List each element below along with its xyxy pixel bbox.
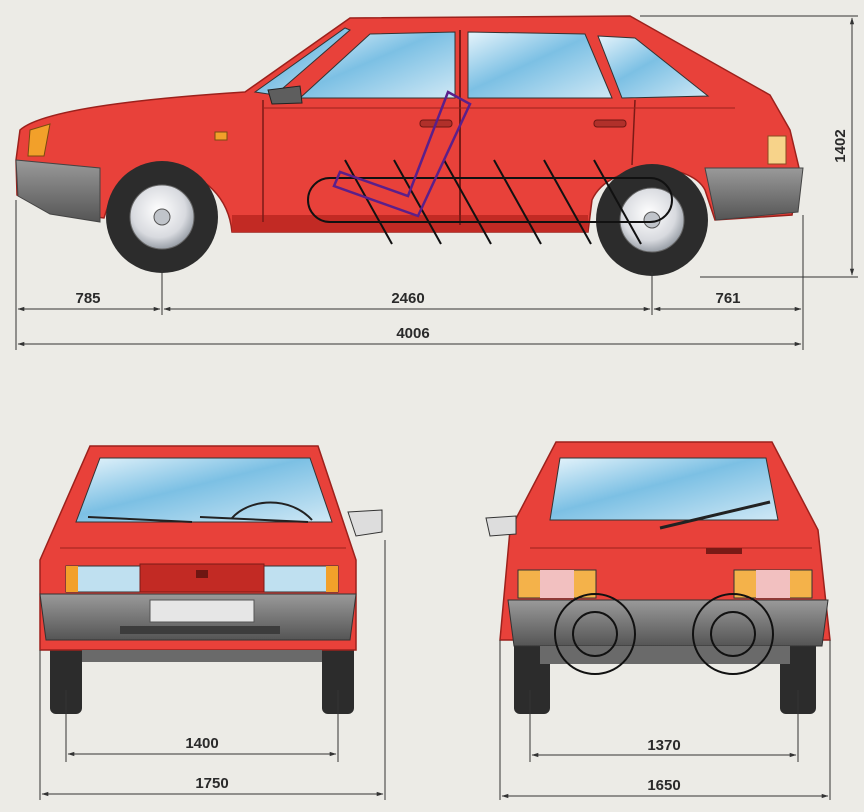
side-front-wheel bbox=[106, 161, 218, 273]
rear-width-label: 1650 bbox=[647, 777, 680, 794]
front-overhang-label: 785 bbox=[75, 290, 100, 307]
overall-length-label: 4006 bbox=[396, 325, 429, 342]
rear-wheel-arch-annotation bbox=[554, 593, 774, 675]
rear-taillight-left-inner bbox=[540, 570, 574, 598]
front-turn-right bbox=[326, 566, 338, 592]
side-headlight bbox=[27, 123, 51, 157]
side-taillight bbox=[767, 135, 787, 165]
side-rear-wheel bbox=[596, 164, 708, 276]
front-wiper-arc bbox=[231, 501, 313, 521]
rear-view-mirror bbox=[485, 515, 517, 537]
rear-undercarriage bbox=[540, 646, 790, 664]
rear-door-handle bbox=[593, 119, 627, 128]
side-marker-light bbox=[214, 131, 228, 141]
front-undercarriage bbox=[82, 650, 322, 662]
rear-window bbox=[549, 457, 779, 521]
side-front-bumper bbox=[15, 159, 101, 223]
side-front-window bbox=[298, 31, 456, 99]
front-track-label: 1400 bbox=[185, 735, 218, 752]
front-headlight-right bbox=[263, 565, 339, 593]
rear-taillight-right-inner bbox=[756, 570, 790, 598]
sill-annotation bbox=[307, 159, 673, 245]
front-width-label: 1750 bbox=[195, 775, 228, 792]
front-dimensions bbox=[39, 540, 386, 800]
side-dimensions bbox=[15, 15, 858, 350]
wheelbase-label: 2460 bbox=[391, 290, 424, 307]
side-view: 785 2460 761 4006 1402 bbox=[15, 15, 858, 350]
rear-overhang-label: 761 bbox=[715, 290, 740, 307]
side-rear-bumper bbox=[704, 167, 804, 221]
rear-bumper bbox=[507, 599, 829, 647]
side-mirror bbox=[267, 85, 303, 105]
side-sill bbox=[232, 215, 588, 232]
pillar-annotation bbox=[332, 90, 472, 218]
side-quarter-window bbox=[597, 35, 710, 99]
tailgate-handle bbox=[706, 548, 742, 554]
rear-view: 1370 1650 bbox=[485, 441, 831, 800]
rear-wiper bbox=[659, 500, 771, 530]
front-wiper-right bbox=[199, 516, 309, 523]
front-left-tire bbox=[50, 630, 82, 714]
front-view-mirror bbox=[347, 509, 383, 537]
front-right-tire bbox=[322, 630, 354, 714]
front-turn-left bbox=[66, 566, 78, 592]
front-windshield bbox=[75, 457, 333, 523]
height-label: 1402 bbox=[832, 129, 849, 162]
front-air-intake bbox=[120, 626, 280, 634]
rear-door-line bbox=[631, 99, 636, 166]
front-wiper-left bbox=[87, 516, 193, 523]
front-view: 1400 1750 bbox=[39, 445, 386, 800]
rear-track-label: 1370 bbox=[647, 737, 680, 754]
front-emblem bbox=[196, 570, 208, 578]
side-rear-window bbox=[467, 31, 613, 99]
rear-dimensions bbox=[499, 640, 831, 800]
front-license-plate bbox=[149, 599, 255, 623]
side-windshield bbox=[253, 27, 351, 96]
